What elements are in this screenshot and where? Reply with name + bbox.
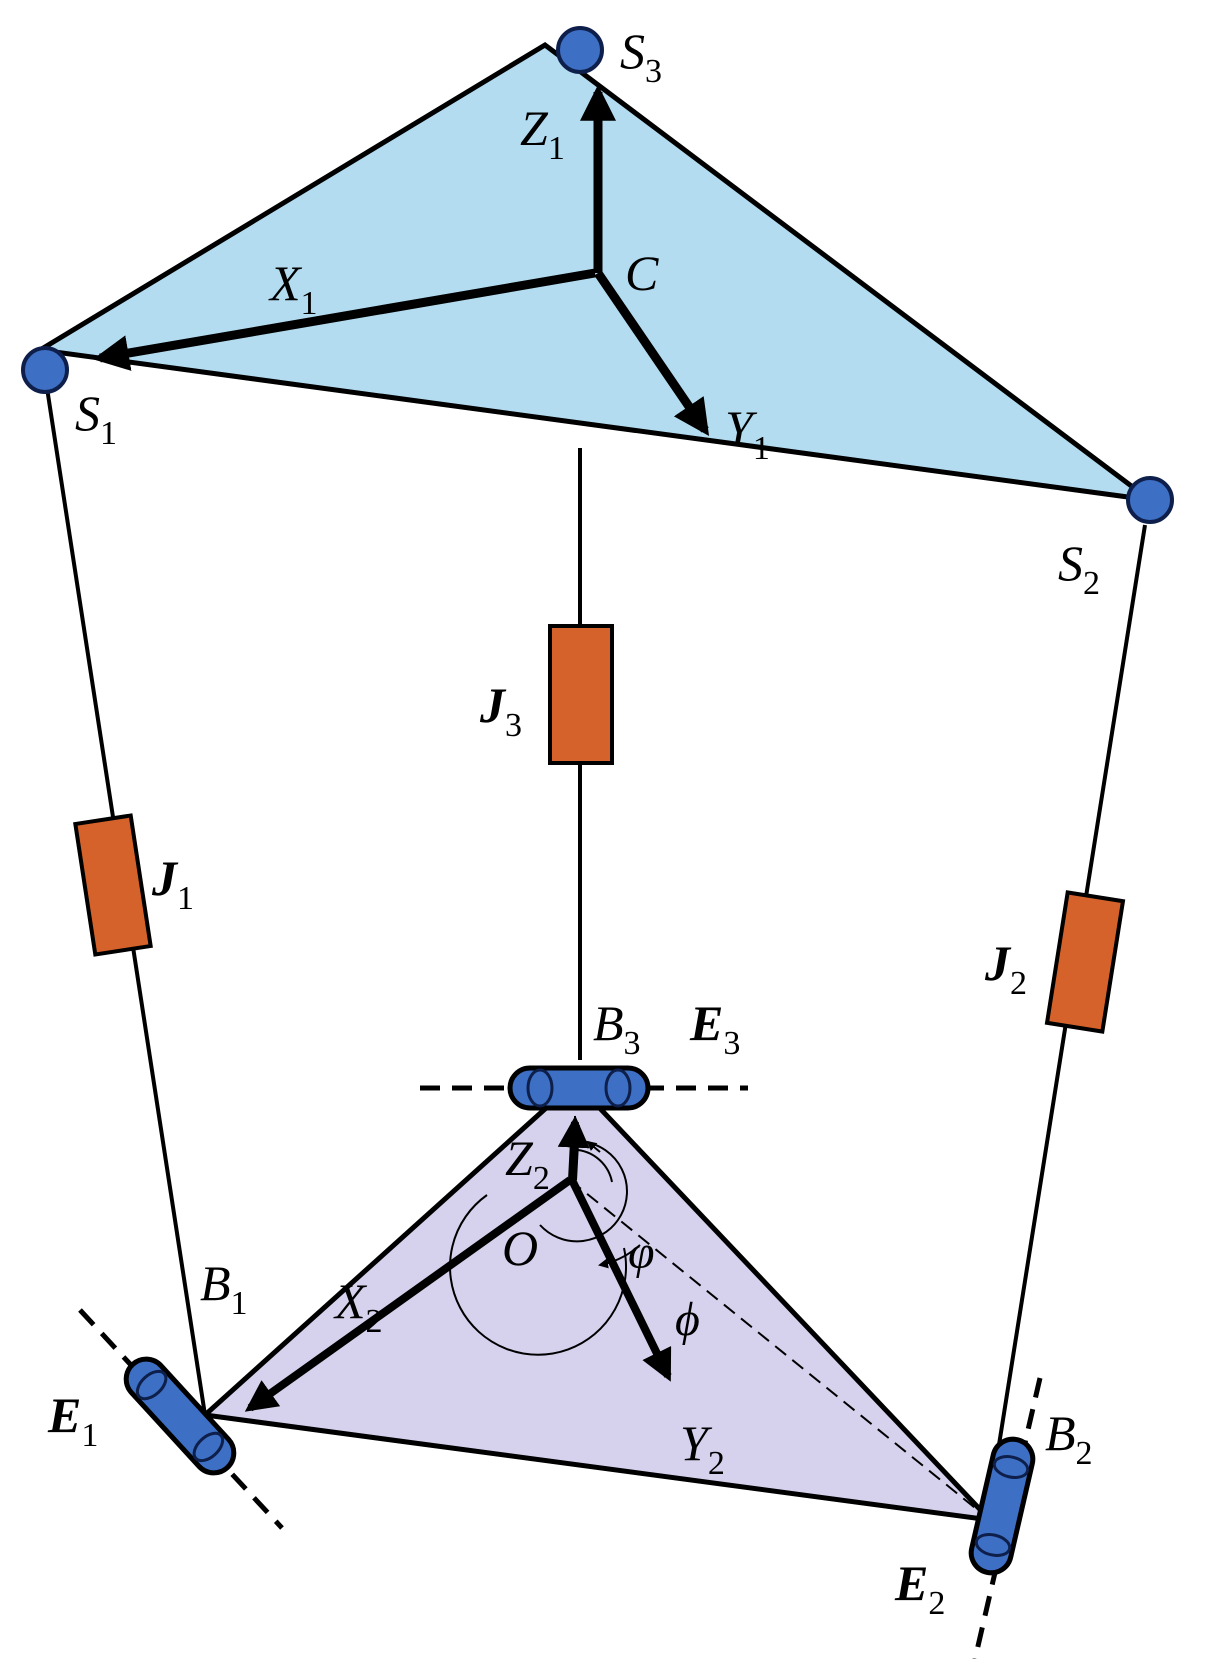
label-x2: X2 [333,1273,383,1340]
label-s1: S1 [75,385,117,452]
label-varphi: φ [628,1226,655,1279]
svg-text:B2: B2 [1045,1405,1093,1472]
label-j3: J3 [479,677,522,744]
svg-text:J3: J3 [479,677,522,744]
svg-text:φ: φ [628,1226,655,1279]
angle-arrow-varphi [586,1140,601,1153]
svg-text:S1: S1 [75,385,117,452]
angle-arc-varphi [539,1141,628,1243]
svg-text:E2: E2 [894,1555,945,1622]
svg-text:C: C [625,245,659,301]
svg-text:J2: J2 [984,935,1027,1002]
axis-z2-shaft [569,1124,580,1181]
label-b3: B3 [593,995,641,1062]
svg-text:S3: S3 [620,23,662,90]
axis-x2-arrow [244,1176,573,1412]
svg-text:Z2: Z2 [505,1130,550,1197]
axis-x1-arrow [92,268,596,371]
label-z2: Z2 [505,1130,550,1197]
svg-text:X2: X2 [333,1273,383,1340]
label-o: O [502,1220,538,1276]
label-c: C [625,245,659,301]
label-phi: ϕ [675,1293,700,1346]
angle-arc-phi [449,1194,627,1356]
label-b2: B2 [1045,1405,1093,1472]
svg-text:S2: S2 [1058,535,1100,602]
svg-text:J1: J1 [151,850,194,917]
label-x1: X1 [268,255,318,322]
svg-text:Y1: Y1 [725,400,770,467]
svg-text:E1: E1 [47,1387,98,1454]
o-b2-dashed [569,1179,991,1521]
svg-text:Z1: Z1 [520,100,565,167]
lower-platform [199,1078,997,1524]
spherical-joint-s1 [21,346,69,394]
actuator-j1 [73,813,153,957]
label-e2: E2 [894,1555,945,1622]
svg-text:X1: X1 [268,255,318,322]
label-y1: Y1 [725,400,770,467]
hinge-axis-e1 [78,1308,284,1530]
hinge-e1 [123,1356,237,1476]
label-z1: Z1 [520,100,565,167]
angle-arc-varphi-inner [577,1149,613,1183]
angle-arc-phi-inner [598,1244,641,1269]
label-j2: J2 [984,935,1027,1002]
actuator-j3 [548,624,614,765]
label-y2: Y2 [680,1415,725,1482]
hinge-e3 [507,1065,651,1111]
svg-text:ϕ: ϕ [675,1293,700,1346]
axis-y2-arrow [568,1178,672,1382]
spherical-joint-s3 [556,26,604,74]
label-e1: E1 [47,1387,98,1454]
label-e3: E3 [689,995,740,1062]
spherical-joint-s2 [1126,476,1174,524]
label-b1: B1 [200,1255,248,1322]
actuator-j2 [1044,890,1126,1034]
svg-text:Y2: Y2 [680,1415,725,1482]
label-s3: S3 [620,23,662,90]
label-j1: J1 [151,850,194,917]
svg-text:O: O [502,1220,538,1276]
svg-text:E3: E3 [689,995,740,1062]
svg-text:B3: B3 [593,995,641,1062]
label-s2: S2 [1058,535,1100,602]
hinge-e2 [968,1436,1036,1576]
axis-y1-arrow [594,270,710,436]
svg-text:B1: B1 [200,1255,248,1322]
